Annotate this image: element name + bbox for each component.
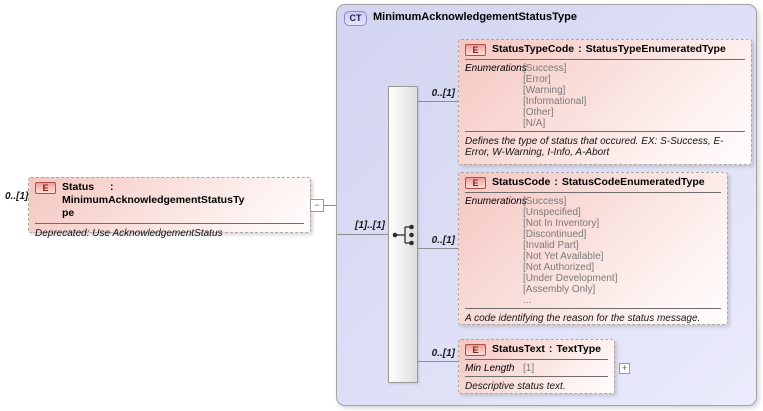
divider xyxy=(465,359,608,360)
element-annotation: Deprecated: Use AcknowledgementStatus xyxy=(35,228,223,239)
enumerations-row: Enumerations [Success] [Unspecified] [No… xyxy=(459,194,727,307)
element-header: E StatusText:TextType xyxy=(459,340,614,358)
element-title: StatusCode:StatusCodeEnumeratedType xyxy=(492,176,705,189)
element-name: StatusCode xyxy=(492,176,551,188)
element-icon: E xyxy=(35,182,56,194)
enumeration-values: [Success] [Unspecified] [Not In Inventor… xyxy=(523,196,618,306)
divider xyxy=(465,59,745,60)
child-1-cardinality-label: 0..[1] xyxy=(431,88,455,99)
divider xyxy=(465,308,721,309)
expand-toggle[interactable]: + xyxy=(619,363,630,374)
element-status-type-code[interactable]: E StatusTypeCode:StatusTypeEnumeratedTyp… xyxy=(458,39,752,165)
type-separator: : xyxy=(110,181,114,193)
facet-label: Min Length xyxy=(465,363,515,374)
element-documentation: Defines the type of status that occured.… xyxy=(465,136,724,158)
element-header: E StatusTypeCode:StatusTypeEnumeratedTyp… xyxy=(459,40,751,58)
complex-type-title: MinimumAcknowledgementStatusType xyxy=(373,11,577,23)
element-status-header: E Status:MinimumAcknowledgementStatusTyp… xyxy=(29,178,310,222)
divider xyxy=(465,192,721,193)
complex-type-icon: CT xyxy=(344,11,367,26)
enumerations-row: Enumerations [Success] [Error] [Warning]… xyxy=(459,61,751,130)
element-name: StatusText xyxy=(492,343,545,355)
element-type: TextType xyxy=(556,343,601,355)
type-separator: : xyxy=(548,343,553,355)
element-icon: E xyxy=(465,344,486,356)
connector-child-2 xyxy=(418,248,458,249)
connector-root-to-type xyxy=(324,205,336,206)
element-documentation: Descriptive status text. xyxy=(465,381,566,392)
element-name: Status xyxy=(62,181,95,193)
sequence-icon xyxy=(392,224,414,246)
connector-child-3 xyxy=(418,361,458,362)
collapse-toggle[interactable]: − xyxy=(310,199,324,212)
type-separator: : xyxy=(554,176,558,188)
type-separator: : xyxy=(578,43,582,55)
complex-type-box[interactable]: CT MinimumAcknowledgementStatusType [1].… xyxy=(336,4,757,406)
element-status[interactable]: E Status:MinimumAcknowledgementStatusTyp… xyxy=(28,177,311,239)
element-documentation: A code identifying the reason for the st… xyxy=(465,313,701,324)
element-status-title: Status:MinimumAcknowledgementStatusType xyxy=(62,181,304,220)
element-status-text[interactable]: E StatusText:TextType Min Length [1] Des… xyxy=(458,339,615,394)
element-type: StatusTypeEnumeratedType xyxy=(585,43,726,55)
connector-child-1 xyxy=(418,101,458,102)
connector-to-sequence xyxy=(337,234,388,235)
child-3-cardinality-label: 0..[1] xyxy=(431,348,455,359)
element-title: StatusText:TextType xyxy=(492,343,601,356)
element-type: MinimumAcknowledgementStatusType xyxy=(62,194,245,219)
element-name: StatusTypeCode xyxy=(492,43,575,55)
element-type: StatusCodeEnumeratedType xyxy=(561,176,705,188)
enumeration-values: [Success] [Error] [Warning] [Information… xyxy=(523,63,587,129)
element-title: StatusTypeCode:StatusTypeEnumeratedType xyxy=(492,43,726,56)
element-icon: E xyxy=(465,44,486,56)
divider xyxy=(465,376,608,377)
enumerations-label: Enumerations xyxy=(465,63,527,74)
element-header: E StatusCode:StatusCodeEnumeratedType xyxy=(459,173,727,191)
sequence-compositor[interactable] xyxy=(388,86,418,383)
divider xyxy=(35,223,304,224)
element-icon: E xyxy=(465,177,486,189)
child-2-cardinality-label: 0..[1] xyxy=(431,235,455,246)
enumerations-label: Enumerations xyxy=(465,196,527,207)
root-cardinality-label: 0..[1] xyxy=(5,191,29,202)
facet-row: Min Length [1] xyxy=(459,361,614,375)
element-status-code[interactable]: E StatusCode:StatusCodeEnumeratedType En… xyxy=(458,172,728,325)
sequence-cardinality-label: [1]..[1] xyxy=(355,220,385,231)
facet-value: [1] xyxy=(523,363,535,374)
divider xyxy=(465,131,745,132)
